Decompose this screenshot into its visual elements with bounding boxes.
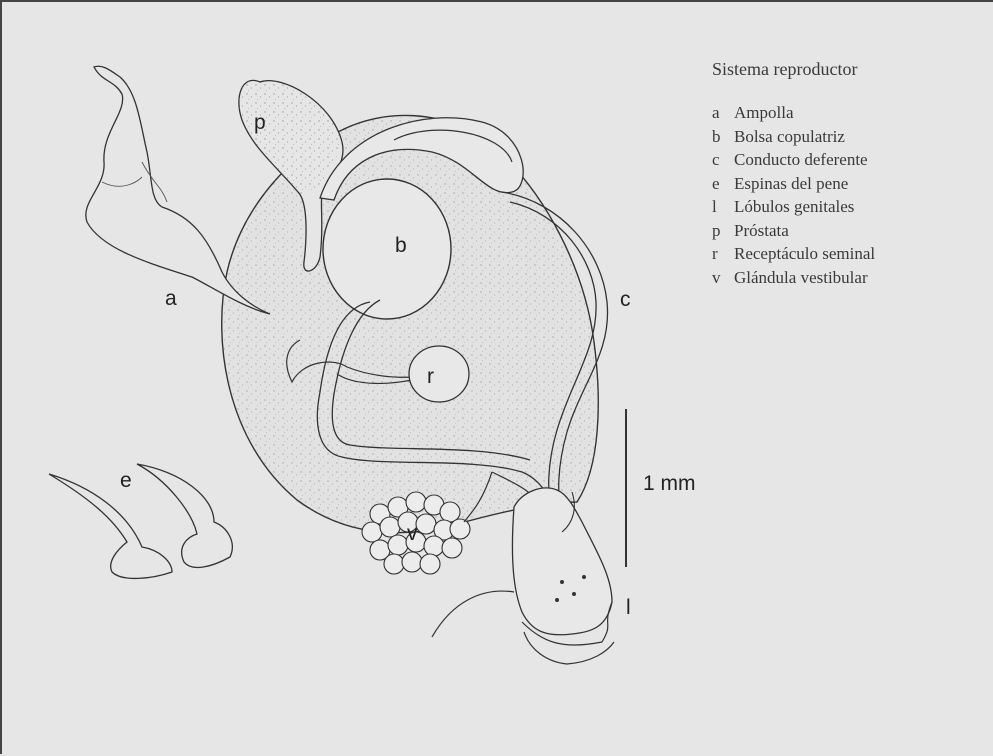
legend-item: bBolsa copulatriz	[712, 125, 875, 149]
bolsa-copulatriz-shape	[323, 179, 451, 319]
figure-label-e: e	[120, 469, 132, 493]
legend-item: eEspinas del pene	[712, 172, 875, 196]
figure-label-c: c	[620, 288, 631, 312]
legend-item: vGlándula vestibular	[712, 266, 875, 290]
legend-item: aAmpolla	[712, 101, 875, 125]
espinas-del-pene-shape	[49, 464, 232, 578]
figure-label-v: v	[407, 522, 418, 546]
figure-label-l: l	[626, 596, 631, 620]
figure-label-r: r	[427, 365, 434, 389]
legend-item: pPróstata	[712, 219, 875, 243]
main-body-mass	[222, 115, 599, 532]
legend-item: rReceptáculo seminal	[712, 242, 875, 266]
legend-item: lLóbulos genitales	[712, 195, 875, 219]
legend-item: cConducto deferente	[712, 148, 875, 172]
legend-title: Sistema reproductor	[712, 59, 875, 80]
scale-bar	[625, 409, 627, 567]
legend: Sistema reproductor aAmpolla bBolsa copu…	[712, 59, 875, 289]
figure-label-p: p	[254, 111, 266, 135]
figure-label-b: b	[395, 234, 407, 258]
scale-label: 1 mm	[643, 472, 696, 496]
figure-label-a: a	[165, 287, 177, 311]
receptaculo-seminal-shape	[409, 346, 469, 402]
